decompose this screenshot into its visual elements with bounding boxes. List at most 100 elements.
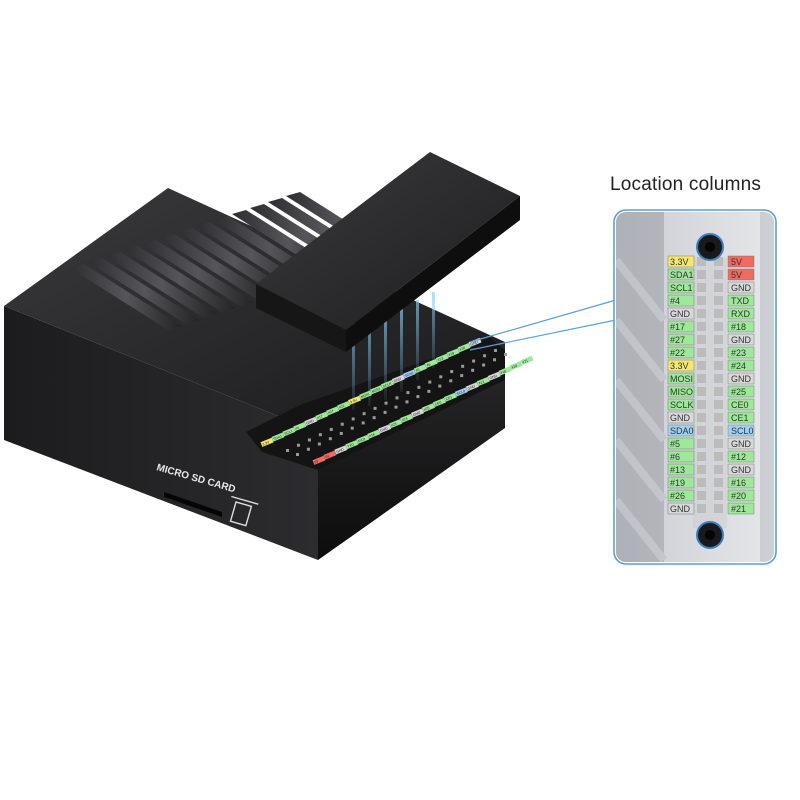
svg-text:RXD: RXD <box>358 437 367 444</box>
svg-text:SCL1: SCL1 <box>284 429 294 436</box>
device-pin-pair <box>351 417 365 425</box>
zoom-right-pin-label: TXD <box>727 294 755 307</box>
device-right-label: #20 <box>509 361 523 371</box>
svg-text:#6: #6 <box>670 452 680 462</box>
svg-text:MISO: MISO <box>371 387 381 394</box>
device-pin-pair <box>318 433 332 441</box>
zoom-pin-pair <box>697 296 723 305</box>
zoom-right-pin-label: #12 <box>727 450 755 463</box>
device-left-label: #22 <box>337 400 351 411</box>
zoom-left-pin-label: #17 <box>667 320 695 333</box>
zoom-pin-pair <box>697 374 723 383</box>
device-left-label: GND <box>304 416 318 426</box>
heatsink-fin <box>70 264 182 330</box>
device-pin-pair <box>417 385 431 393</box>
svg-text:CE0: CE0 <box>434 400 442 406</box>
zoom-pin-pair <box>697 439 723 448</box>
device-pin-pair <box>472 359 486 367</box>
zoom-left-pin-label: GND <box>667 502 695 515</box>
device-pin-pair <box>439 375 453 383</box>
svg-text:CE1: CE1 <box>731 413 749 423</box>
heatsink-fin <box>106 252 218 318</box>
zoom-left-pin-label: #4 <box>667 294 695 307</box>
svg-text:#5: #5 <box>415 368 420 373</box>
device-left-label: #6 <box>424 358 438 368</box>
svg-text:CE1: CE1 <box>445 395 453 401</box>
device-pin-pair <box>483 354 497 362</box>
device-pin-pair <box>395 396 409 404</box>
zoom-left-pin-label: MISO <box>667 385 695 398</box>
zoom-left-pin-label: MOSI <box>667 372 695 385</box>
callout-title: Location columns <box>610 174 762 195</box>
svg-text:#17: #17 <box>317 414 324 420</box>
mount-post-top <box>696 233 724 261</box>
zoom-pin-pair <box>697 270 723 279</box>
svg-text:SDA0: SDA0 <box>670 426 694 436</box>
device-right-label: #16 <box>498 366 512 376</box>
zoom-right-pin-label: GND <box>727 333 755 346</box>
callout-connector <box>469 299 617 351</box>
zoom-right-pin-label: #23 <box>727 346 755 359</box>
svg-text:#20: #20 <box>511 364 518 370</box>
svg-text:SCL0: SCL0 <box>731 426 754 436</box>
svg-text:MOSI: MOSI <box>670 374 693 384</box>
zoom-left-pin-label: SDA1 <box>667 268 695 281</box>
svg-text:GND: GND <box>467 384 476 391</box>
svg-text:SCL0: SCL0 <box>456 389 466 396</box>
device-right-label: 5V <box>323 450 337 460</box>
svg-text:#23: #23 <box>731 348 746 358</box>
device-left-label: #27 <box>326 406 340 416</box>
svg-text:#6: #6 <box>426 362 431 367</box>
zoom-pin-pair <box>697 504 723 513</box>
zoom-pin-pair <box>697 452 723 461</box>
svg-text:GND: GND <box>470 340 479 347</box>
zoom-pin-pair <box>697 426 723 435</box>
svg-text:CE0: CE0 <box>731 400 749 410</box>
svg-text:5V: 5V <box>731 257 742 267</box>
location-block <box>256 152 520 352</box>
svg-text:GND: GND <box>731 374 752 384</box>
zoom-left-pin-label: 3.3V <box>667 255 695 268</box>
svg-text:#18: #18 <box>731 322 746 332</box>
zoom-pin-pair <box>697 361 723 370</box>
zoom-pin-labels: 3.3VSDA1SCL1#4GND#17#27#223.3VMOSIMISOSC… <box>667 255 755 515</box>
device-pin-pair <box>362 412 376 420</box>
zoom-right-pin-label: #25 <box>727 385 755 398</box>
heatsink-fin <box>88 258 200 324</box>
device-pin-pair <box>373 406 387 414</box>
device-pin-pair <box>461 364 475 372</box>
zoom-pin-pair <box>697 478 723 487</box>
device-right-label: #21 <box>520 355 534 365</box>
svg-text:3.3V: 3.3V <box>262 440 271 447</box>
device-left-label: #5 <box>413 364 427 374</box>
zoom-right-pin-label: #20 <box>727 489 755 502</box>
zoom-right-pin-label: #21 <box>727 502 755 515</box>
svg-text:#24: #24 <box>401 417 408 423</box>
case-left-face <box>4 306 318 560</box>
svg-text:5V: 5V <box>314 459 320 465</box>
svg-text:#21: #21 <box>731 504 746 514</box>
heatsink-fin <box>142 240 254 306</box>
svg-text:#12: #12 <box>731 452 746 462</box>
device-pin-pair <box>450 370 464 378</box>
device-left-label: #19 <box>446 348 460 358</box>
zoom-pin-pair <box>697 335 723 344</box>
zoom-right-pin-label: 5V <box>727 255 755 268</box>
svg-text:#16: #16 <box>500 369 507 375</box>
svg-text:TXD: TXD <box>731 296 750 306</box>
zoom-right-pin-label: #24 <box>727 359 755 372</box>
zoom-right-pin-label: GND <box>727 281 755 294</box>
svg-text:#17: #17 <box>670 322 685 332</box>
device-left-label: #13 <box>435 353 449 363</box>
zoom-pin-pair <box>697 283 723 292</box>
zoom-left-pin-label: SDA0 <box>667 424 695 437</box>
svg-text:#26: #26 <box>459 346 466 352</box>
heatsink-fin <box>124 246 236 312</box>
device-right-label: #18 <box>367 429 381 439</box>
device-left-label: GND <box>391 374 405 384</box>
svg-text:#20: #20 <box>731 491 746 501</box>
svg-text:#22: #22 <box>670 348 685 358</box>
device-right-label: CE1 <box>443 392 457 402</box>
zoom-left-pin-label: #19 <box>667 476 695 489</box>
zoom-right-pin-label: CE0 <box>727 398 755 411</box>
